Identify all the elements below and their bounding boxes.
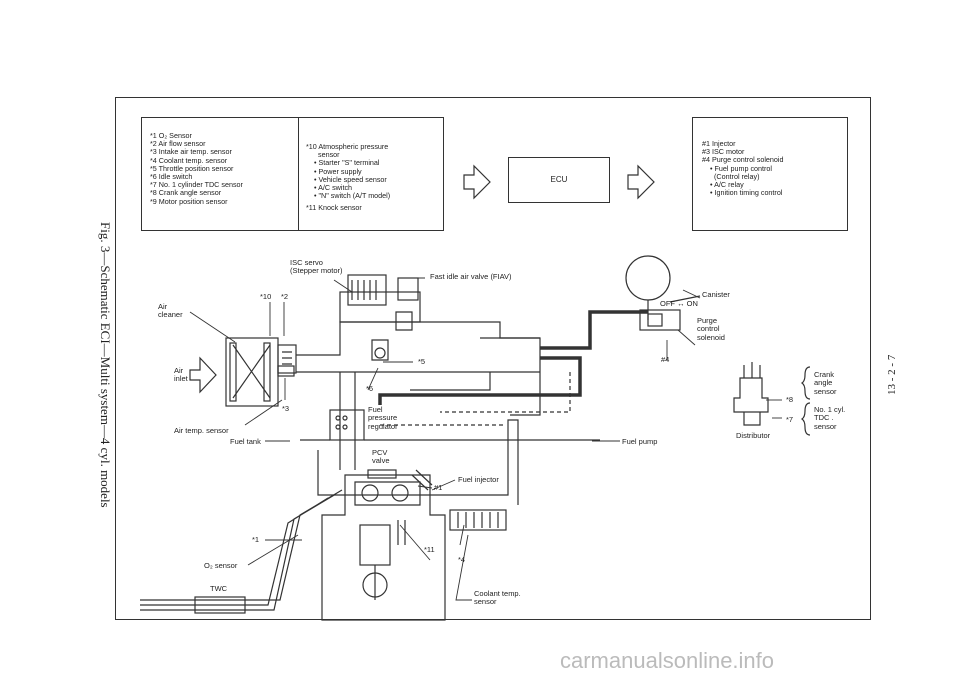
air-inlet-arrow-icon [189,356,217,394]
label-crank-angle-sensor: Crank angle sensor [814,370,837,396]
fuel-pressure-regulator [329,409,365,441]
label-canister: Canister [702,290,730,299]
output-item: #4 Purge control solenoid [702,155,784,165]
inputs-col1: *1 O₂ Sensor *2 Air flow sensor *3 Intak… [142,118,299,230]
inputs-box: *1 O₂ Sensor *2 Air flow sensor *3 Intak… [141,117,444,231]
output-item: (Control relay) [702,171,760,181]
label-isc-servo: ISC servo (Stepper motor) [290,258,343,276]
input-item: *1 O₂ Sensor [150,131,192,140]
label-coolant-temp-sensor: Coolant temp. sensor [474,589,521,607]
label-distributor: Distributor [736,431,771,440]
label-air-temp-sensor: Air temp. sensor [174,426,229,435]
radiator [449,509,507,531]
label-fuel-injector: Fuel injector [458,475,499,484]
output-item: • A/C relay [702,180,744,190]
label-purge-solenoid: Purge control solenoid [697,316,725,342]
bracket-icon [800,366,811,400]
output-item: #1 Injector [702,139,736,148]
input-item: *7 No. 1 cylinder TDC sensor [150,180,243,190]
label-ref7: *7 [786,415,794,424]
input-item: *6 Idle switch [150,172,193,182]
label-off-on: OFF ↔ ON [660,299,698,308]
radiator-fins [457,512,499,528]
air-cleaner [225,337,297,407]
label-o2-sensor: O₂ sensor [204,561,238,570]
label-tdc-sensor: No. 1 cyl. TDC . sensor [814,405,846,431]
label-ref-purge: #4 [661,355,670,364]
input-item: *4 Coolant temp. sensor [150,155,228,165]
flow-arrow-icon [627,164,655,200]
label-ref10: *10 [260,292,272,301]
input-item: *2 Air flow sensor [150,139,206,149]
ecu-box: ECU [508,157,610,203]
label-ref-injector: #1 [434,483,443,492]
label-fuel-pump: Fuel pump [622,437,658,446]
input-item: • Vehicle speed sensor [306,174,387,184]
engine-block [321,474,446,621]
output-item: • Ignition timing control [702,188,783,198]
input-item: • "N" switch (A/T model) [306,191,391,201]
input-item: *11 Knock sensor [306,203,362,213]
input-item: • Starter "S" terminal [306,158,380,168]
flow-arrow-icon [463,164,491,200]
label-fuel-pressure-regulator: Fuel pressure regulator [368,405,398,431]
label-ref4: *4 [458,555,466,564]
twc [194,596,246,614]
input-item: *8 Crank angle sensor [150,188,222,198]
distributor [733,362,769,426]
label-ref1: *1 [252,535,260,544]
fuel-return-line [300,419,600,505]
input-item: *5 Throttle position sensor [150,163,234,173]
label-ref5: *5 [418,357,426,366]
inputs-col2: *10 Atmospheric pressure sensor • Starte… [302,118,445,213]
label-fiav: Fast idle air valve (FIAV) [430,272,512,281]
outputs-box: #1 Injector #3 ISC motor #4 Purge contro… [692,117,848,231]
vacuum-hose [380,372,571,426]
label-air-cleaner: Air cleaner [158,302,183,320]
plenum [410,337,541,416]
pcv-valve [367,469,397,479]
label-air-inlet: Air inlet [174,366,188,384]
label-twc: TWC [210,584,228,593]
label-ref11: *11 [424,545,435,554]
diagram-frame [115,97,871,620]
output-item: • Fuel pump control [702,163,773,173]
input-item: *9 Motor position sensor [150,196,228,206]
label-ref8: *8 [786,395,794,404]
throttle-body [339,274,421,361]
label-ref6: *6 [366,384,374,393]
label-fuel-tank: Fuel tank [230,437,261,446]
label-ref3: *3 [282,404,290,413]
input-item: sensor [306,150,340,160]
input-item: *10 Atmospheric pressure [306,142,389,151]
input-item: *3 Intake air temp. sensor [150,147,232,157]
label-pcv-valve: PCV valve [372,448,390,466]
watermark: carmanualsonline.info [560,648,775,673]
canister [625,255,701,331]
label-ref2: *2 [281,292,289,301]
output-item: #3 ISC motor [702,147,745,157]
leader-lines [189,277,782,601]
exhaust-pipe [140,489,343,611]
ecu-label: ECU [550,174,568,184]
purge-hose [378,310,648,405]
input-item: • A/C switch [306,183,353,193]
input-item: • Power supply [306,166,362,176]
bracket-icon [800,402,811,436]
